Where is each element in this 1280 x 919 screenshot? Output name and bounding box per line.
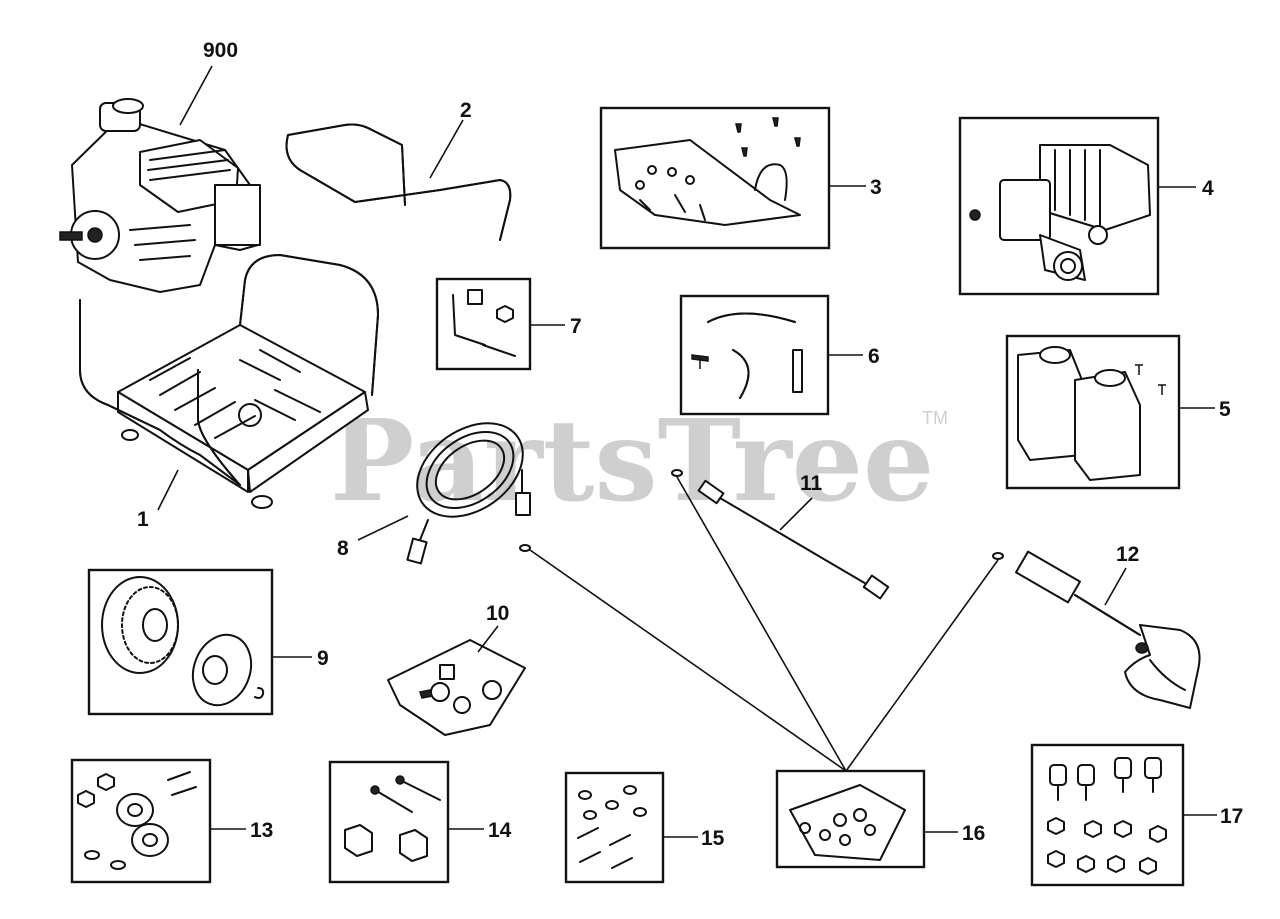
callout-17[interactable]: 17 — [1220, 805, 1243, 828]
box-part-6 — [679, 294, 830, 416]
watermark-trademark: TM — [922, 408, 948, 428]
leader-lines — [157, 65, 1217, 838]
part-wheel-kit[interactable] — [101, 576, 265, 713]
callout-13[interactable]: 13 — [250, 819, 273, 842]
box-part-7 — [435, 277, 532, 371]
callout-4[interactable]: 4 — [1202, 177, 1214, 200]
watermark: PartsTree TM — [330, 396, 948, 527]
part-high-pressure-hose[interactable] — [400, 404, 541, 565]
part-spray-gun[interactable] — [992, 550, 1201, 709]
part-17-mounts[interactable] — [1047, 757, 1167, 875]
box-part-14 — [328, 760, 450, 884]
callout-1[interactable]: 1 — [137, 508, 149, 531]
callout-2[interactable]: 2 — [460, 99, 472, 122]
callout-3[interactable]: 3 — [870, 176, 882, 199]
part-engine[interactable] — [59, 98, 261, 293]
callout-10[interactable]: 10 — [486, 602, 509, 625]
part-5-covers[interactable] — [1017, 346, 1166, 481]
callout-11[interactable]: 11 — [800, 472, 823, 495]
watermark-text: PartsTree — [330, 396, 934, 527]
part-guard[interactable] — [614, 117, 801, 226]
callout-9[interactable]: 9 — [317, 647, 329, 670]
part-spray-lance[interactable] — [671, 469, 890, 600]
part-6-hoses[interactable] — [691, 312, 803, 399]
part-frame[interactable] — [79, 254, 379, 509]
callout-8[interactable]: 8 — [337, 537, 349, 560]
callout-12[interactable]: 12 — [1116, 543, 1139, 566]
part-pump[interactable] — [969, 144, 1151, 281]
part-handle[interactable] — [285, 123, 512, 241]
part-13-hardware[interactable] — [77, 771, 197, 870]
part-7-fittings[interactable] — [452, 289, 516, 357]
callout-15[interactable]: 15 — [701, 827, 725, 850]
callout-7[interactable]: 7 — [570, 315, 582, 338]
callouts: 900 1 2 3 4 5 6 7 8 9 10 11 12 13 14 15 … — [137, 39, 1243, 850]
callout-5[interactable]: 5 — [1219, 398, 1231, 421]
callout-6[interactable]: 6 — [868, 345, 880, 368]
part-16-washers[interactable] — [789, 784, 906, 861]
part-nozzle-kit[interactable] — [387, 639, 526, 736]
part-15-screws[interactable] — [577, 785, 647, 869]
callout-900[interactable]: 900 — [203, 39, 238, 62]
part-14-bolts[interactable] — [344, 775, 441, 862]
callout-14[interactable]: 14 — [488, 819, 512, 842]
callout-16[interactable]: 16 — [962, 822, 985, 845]
